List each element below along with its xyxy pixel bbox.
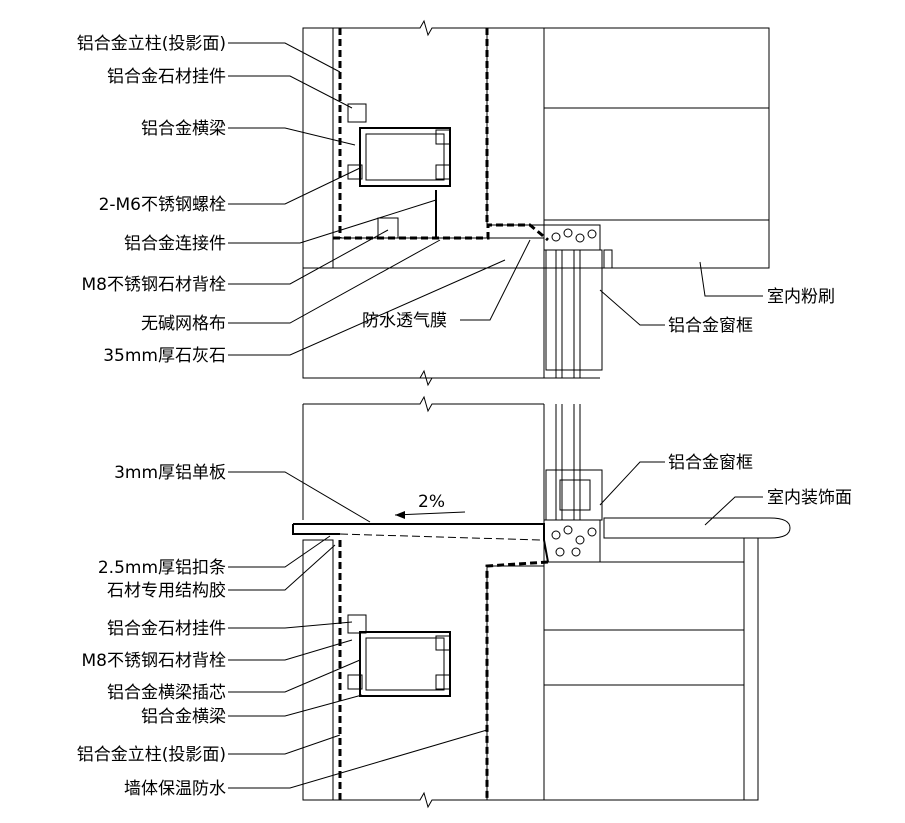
label-column-projection-bottom: 铝合金立柱(投影面)	[77, 745, 226, 765]
aluminum-beam-bottom	[359, 631, 451, 697]
aluminum-sill-plate	[293, 523, 549, 563]
label-window-frame-top: 铝合金窗框	[668, 316, 753, 336]
label-interior-finish: 室内装饰面	[767, 488, 852, 508]
limestone-cladding-top	[302, 27, 334, 269]
label-back-bolt-top: M8不锈钢石材背栓	[82, 275, 226, 295]
label-structural-adhesive: 石材专用结构胶	[107, 581, 226, 601]
label-window-frame-bottom: 铝合金窗框	[668, 453, 753, 473]
leader-lines	[228, 42, 763, 789]
label-connector: 铝合金连接件	[124, 234, 226, 254]
labels-top-left: 铝合金立柱(投影面) 铝合金石材挂件 铝合金横梁 2-M6不锈钢螺栓 铝合金连接…	[77, 34, 226, 366]
insulation-bottom	[486, 565, 545, 801]
label-slope: 2%	[418, 492, 445, 512]
label-membrane: 防水透气膜	[362, 311, 447, 331]
label-stone-hanger-bottom: 铝合金石材挂件	[107, 619, 226, 639]
label-wall-insulation: 墙体保温防水	[124, 779, 226, 799]
concrete-wall-bottom	[543, 561, 745, 801]
insulation-top	[486, 27, 545, 226]
top-section	[302, 19, 770, 387]
aluminum-beam-top	[359, 127, 451, 187]
label-back-bolt-bottom: M8不锈钢石材背栓	[82, 651, 226, 671]
labels-bottom-left: 3mm厚铝单板 2.5mm厚铝扣条 石材专用结构胶 铝合金石材挂件 M8不锈钢石…	[77, 463, 226, 799]
label-aluminum-panel: 3mm厚铝单板	[114, 463, 226, 483]
label-interior-plaster: 室内粉刷	[767, 287, 835, 307]
label-bolt: 2-M6不锈钢螺栓	[99, 195, 226, 215]
label-beam-insert: 铝合金横梁插芯	[107, 683, 226, 703]
label-column-projection-top: 铝合金立柱(投影面)	[77, 34, 226, 54]
label-aluminum-strip: 2.5mm厚铝扣条	[98, 558, 226, 578]
label-limestone: 35mm厚石灰石	[103, 346, 226, 366]
interior-sill-board	[603, 517, 791, 539]
label-mesh: 无碱网格布	[141, 314, 226, 334]
label-stone-hanger-top: 铝合金石材挂件	[107, 67, 226, 87]
labels-bottom-right: 铝合金窗框 室内装饰面	[668, 453, 852, 508]
bottom-section	[292, 395, 791, 809]
limestone-cladding-bottom	[302, 539, 334, 801]
labels-top-right: 室内粉刷 铝合金窗框	[668, 287, 835, 336]
concrete-wall-top	[543, 27, 770, 269]
label-crossbeam-bottom: 铝合金横梁	[141, 707, 226, 727]
label-crossbeam-top: 铝合金横梁	[141, 119, 226, 139]
